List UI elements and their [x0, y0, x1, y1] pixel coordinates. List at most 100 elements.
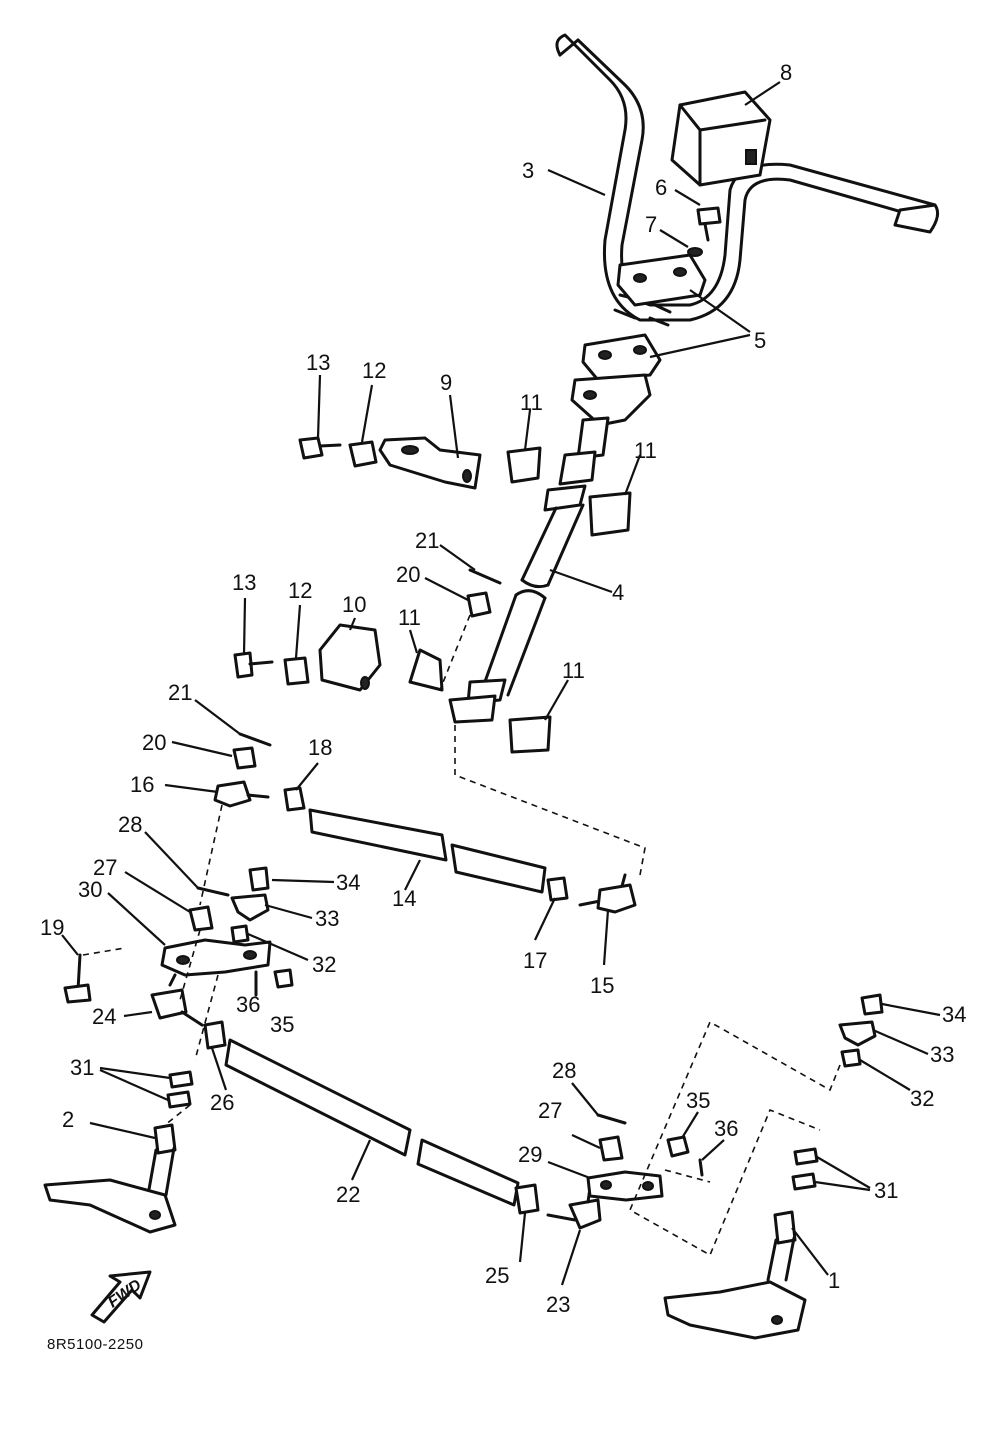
- callout-34a: 34: [336, 870, 360, 895]
- callout-34b: 34: [942, 1002, 966, 1027]
- bushing-11-d: [508, 715, 552, 754]
- fwd-arrow: FWD: [90, 1270, 152, 1324]
- callout-2: 2: [62, 1107, 74, 1132]
- callout-6: 6: [655, 175, 667, 200]
- callout-33a: 33: [315, 906, 339, 931]
- locknut-18: [283, 786, 306, 812]
- callout-13b: 13: [232, 570, 256, 595]
- callout-24: 24: [92, 1004, 116, 1029]
- callout-1: 1: [828, 1268, 840, 1293]
- knuckle-left: [43, 1123, 177, 1234]
- callout-35a: 35: [270, 1012, 294, 1037]
- nut-34-b: [860, 993, 884, 1016]
- callout-33b: 33: [930, 1042, 954, 1067]
- callouts: 8 3 6 7 5 13 12 9 11 11 21 20 4 13 12 10…: [40, 60, 966, 1317]
- bushing-11-b: [588, 491, 632, 537]
- assembly-lines: [82, 614, 841, 1257]
- cotter-pin-31-d: [791, 1172, 817, 1191]
- callout-3: 3: [522, 158, 534, 183]
- callout-5: 5: [754, 328, 766, 353]
- locknut-26: [203, 1020, 227, 1050]
- bolt-35-a: [273, 968, 294, 989]
- locknut-25: [514, 1183, 540, 1215]
- cotter-pin-31-c: [793, 1147, 819, 1166]
- handlebar-holder-lower: [581, 333, 662, 382]
- callout-15: 15: [590, 973, 614, 998]
- bolt-6: [696, 206, 722, 242]
- callout-11a: 11: [520, 390, 543, 415]
- callout-36a: 36: [236, 992, 260, 1017]
- tie-rod-22: [224, 1038, 520, 1207]
- washer-33-a: [230, 893, 270, 922]
- bracket-12-a: [348, 440, 378, 468]
- callout-35b: 35: [686, 1088, 710, 1113]
- cotter-pin-28-a: [196, 886, 230, 897]
- washer-33-b: [838, 1020, 877, 1047]
- callout-9: 9: [440, 370, 452, 395]
- callout-30: 30: [78, 877, 102, 902]
- pitman-arm-30: [160, 938, 272, 977]
- handlebar: [555, 33, 940, 327]
- callout-13a: 13: [306, 350, 330, 375]
- nut-34-a: [248, 866, 270, 892]
- pin-36-b: [698, 1158, 704, 1177]
- nut-20-b: [232, 746, 257, 770]
- handlebar-holder-upper: [616, 253, 707, 307]
- cotter-pin-31-b: [166, 1090, 192, 1109]
- callout-8: 8: [780, 60, 792, 85]
- callout-31b: 31: [874, 1178, 898, 1203]
- nut-27-b: [598, 1135, 624, 1162]
- bushing-11-c: [408, 648, 444, 692]
- callout-23: 23: [546, 1292, 570, 1317]
- cotter-pin-28-b: [596, 1113, 627, 1125]
- nut-27-a: [188, 905, 214, 932]
- steering-column: [448, 373, 652, 724]
- callout-14: 14: [392, 886, 416, 911]
- callout-31a: 31: [70, 1055, 94, 1080]
- callout-32a: 32: [312, 952, 336, 977]
- bolt-13-b: [233, 651, 274, 679]
- callout-21b: 21: [168, 680, 192, 705]
- callout-25: 25: [485, 1263, 509, 1288]
- callout-19: 19: [40, 915, 64, 940]
- tie-rod-end-15: [578, 873, 637, 914]
- clamp-9: [378, 436, 482, 490]
- locknut-17: [546, 876, 569, 902]
- callout-4: 4: [612, 580, 624, 605]
- callout-26: 26: [210, 1090, 234, 1115]
- callout-27b: 27: [538, 1098, 562, 1123]
- bolt-13-a: [298, 436, 342, 460]
- callout-11c: 11: [398, 605, 421, 630]
- cotter-pin-31-a: [168, 1070, 194, 1089]
- bushing-11-a: [506, 446, 542, 484]
- tie-rod-end-16: [213, 780, 270, 808]
- callout-10: 10: [342, 592, 366, 617]
- washer-7: [687, 247, 703, 257]
- callout-16: 16: [130, 772, 154, 797]
- callout-12b: 12: [288, 578, 312, 603]
- callout-12a: 12: [362, 358, 386, 383]
- bolt-35-b: [666, 1135, 690, 1158]
- callout-11b: 11: [634, 438, 657, 463]
- callout-7: 7: [645, 212, 657, 237]
- bolt-32-b: [840, 1048, 862, 1068]
- bolt-19: [63, 953, 92, 1004]
- nut-20-a: [466, 591, 492, 618]
- callout-17: 17: [523, 948, 547, 973]
- callout-18: 18: [308, 735, 332, 760]
- cotter-pin-21-b: [238, 732, 272, 747]
- callout-11d: 11: [562, 658, 585, 683]
- bracket-12-b: [283, 656, 310, 686]
- leader-lines: [61, 81, 941, 1286]
- callout-32b: 32: [910, 1086, 934, 1111]
- callout-28a: 28: [118, 812, 142, 837]
- callout-21a: 21: [415, 528, 439, 553]
- callout-28b: 28: [552, 1058, 576, 1083]
- callout-27a: 27: [93, 855, 117, 880]
- knuckle-right: [663, 1210, 807, 1340]
- bolt-32-a: [230, 924, 250, 944]
- tie-rod-14: [308, 808, 547, 894]
- callout-20a: 20: [396, 562, 420, 587]
- pitman-arm-29: [586, 1170, 664, 1202]
